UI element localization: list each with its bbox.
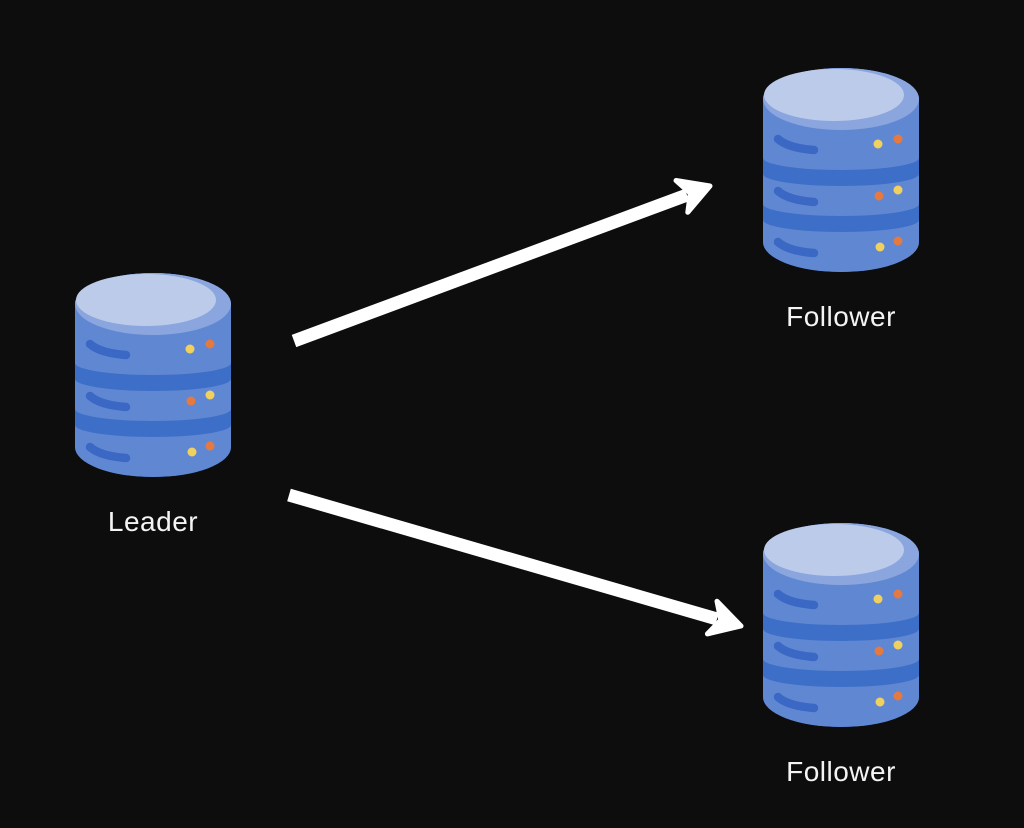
database-icon bbox=[763, 68, 919, 272]
indicator-dot-yellow bbox=[873, 139, 883, 149]
indicator-dot-yellow bbox=[873, 594, 883, 604]
follower-top-database-icon-slot bbox=[763, 68, 919, 272]
indicator-dot-orange bbox=[893, 236, 903, 246]
node-leader: Leader bbox=[75, 273, 231, 536]
arrow-leader-to-follower-top bbox=[291, 178, 713, 348]
indicator-dot-yellow bbox=[893, 640, 903, 650]
database-icon bbox=[763, 523, 919, 727]
database-disk-2 bbox=[763, 629, 919, 671]
indicator-dot-orange bbox=[874, 646, 884, 656]
database-disk-3 bbox=[763, 675, 919, 727]
database-disk-2 bbox=[75, 379, 231, 421]
database-slot-1 bbox=[773, 589, 819, 610]
indicator-dot-yellow bbox=[185, 344, 195, 354]
indicator-dot-yellow bbox=[893, 185, 903, 195]
indicator-dot-orange bbox=[893, 589, 903, 599]
indicator-dot-orange bbox=[205, 339, 215, 349]
database-disk-3 bbox=[763, 220, 919, 272]
database-slot-3 bbox=[773, 237, 819, 258]
leader-database-icon-slot bbox=[75, 273, 231, 477]
database-slot-1 bbox=[773, 134, 819, 155]
follower-bottom-database-icon-slot bbox=[763, 523, 919, 727]
indicator-dot-yellow bbox=[875, 697, 885, 707]
database-top-highlight bbox=[76, 274, 216, 326]
database-disk-3 bbox=[75, 425, 231, 477]
database-slot-2 bbox=[773, 186, 819, 207]
arrowhead-icon bbox=[673, 178, 713, 215]
arrow-line bbox=[287, 488, 719, 626]
arrowhead-icon bbox=[704, 598, 744, 637]
database-top-highlight bbox=[764, 524, 904, 576]
indicator-dot-orange bbox=[186, 396, 196, 406]
node-follower-bottom: Follower bbox=[763, 523, 919, 786]
node-label-follower-bottom: Follower bbox=[786, 756, 896, 787]
database-slot-2 bbox=[85, 391, 131, 412]
database-slot-3 bbox=[85, 442, 131, 463]
indicator-dot-orange bbox=[205, 441, 215, 451]
database-disk-2 bbox=[763, 174, 919, 216]
database-icon bbox=[75, 273, 231, 477]
indicator-dot-yellow bbox=[187, 447, 197, 457]
indicator-dot-yellow bbox=[205, 390, 215, 400]
indicator-dot-orange bbox=[874, 191, 884, 201]
indicator-dot-orange bbox=[893, 134, 903, 144]
node-label-leader: Leader bbox=[107, 506, 199, 537]
node-follower-top: Follower bbox=[763, 68, 919, 331]
database-slot-2 bbox=[773, 641, 819, 662]
indicator-dot-yellow bbox=[875, 242, 885, 252]
database-top-highlight bbox=[764, 69, 904, 121]
database-slot-3 bbox=[773, 692, 819, 713]
arrow-line bbox=[291, 188, 690, 348]
indicator-dot-orange bbox=[893, 691, 903, 701]
database-slot-1 bbox=[85, 339, 131, 360]
node-label-follower-top: Follower bbox=[786, 301, 896, 332]
arrow-leader-to-follower-bottom bbox=[287, 488, 744, 637]
